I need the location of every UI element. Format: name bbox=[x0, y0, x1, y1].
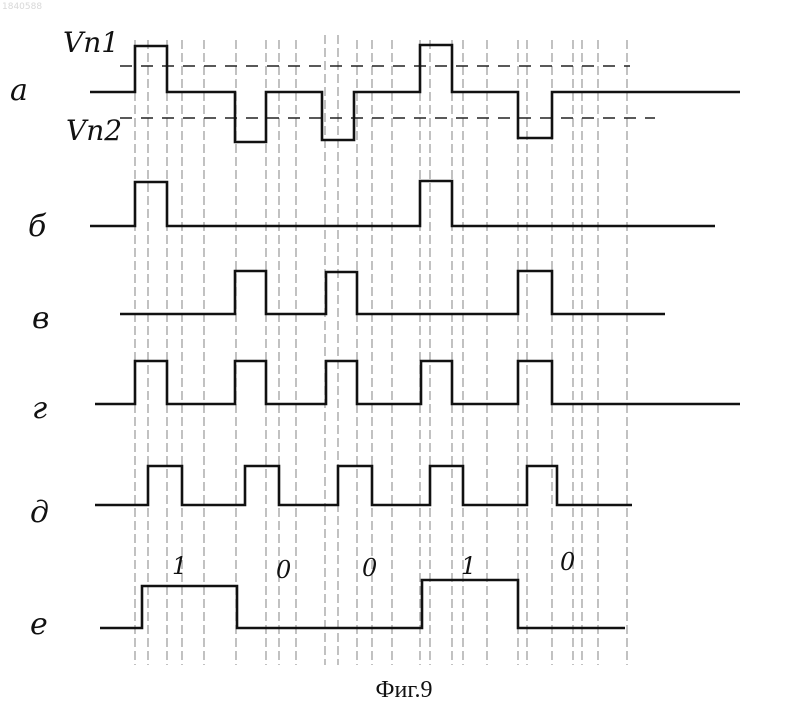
waveform-e bbox=[100, 580, 625, 628]
bit-label: 0 bbox=[362, 554, 377, 582]
bit-label: 0 bbox=[276, 556, 291, 584]
document-stamp: 1840588 bbox=[2, 2, 42, 12]
waveform-v bbox=[120, 271, 665, 314]
waveform-g bbox=[95, 361, 740, 404]
row-label-d: д bbox=[30, 495, 49, 530]
row-label-b: б bbox=[28, 209, 47, 244]
row-label-g: г bbox=[32, 391, 47, 426]
row-label-v: в bbox=[32, 301, 49, 336]
figure-caption: Фиг.9 bbox=[376, 677, 433, 703]
row-label-e: е bbox=[30, 607, 48, 642]
waveform-a bbox=[90, 45, 740, 142]
waveform-d bbox=[95, 466, 632, 505]
bit-label: 1 bbox=[461, 552, 476, 580]
bit-label: 0 bbox=[560, 548, 575, 576]
bit-label: 1 bbox=[172, 552, 187, 580]
threshold-label-lower: Vп2 bbox=[66, 114, 122, 147]
waveform-b bbox=[90, 181, 715, 226]
row-label-a: а bbox=[10, 73, 28, 108]
threshold-label-upper: Vп1 bbox=[63, 26, 119, 59]
